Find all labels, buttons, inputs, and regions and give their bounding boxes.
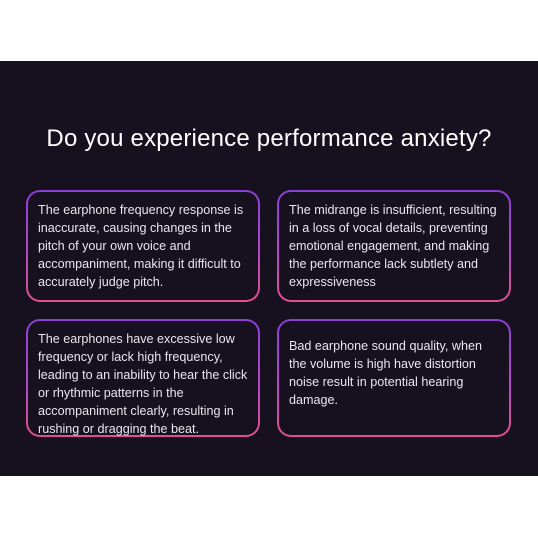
card-body: Bad earphone sound quality, when the vol…	[279, 321, 509, 435]
card-text: Bad earphone sound quality, when the vol…	[289, 339, 483, 407]
info-card-midrange: The midrange is insufficient, resulting …	[277, 190, 511, 302]
card-text: The earphones have excessive low frequen…	[38, 332, 248, 436]
card-text: The midrange is insufficient, resulting …	[289, 203, 497, 289]
page-title: Do you experience performance anxiety?	[46, 125, 492, 152]
card-text: The earphone frequency response is inacc…	[38, 203, 244, 289]
info-card-distortion: Bad earphone sound quality, when the vol…	[277, 319, 511, 437]
info-card-frequency: The earphones have excessive low frequen…	[26, 319, 260, 437]
card-body: The earphone frequency response is inacc…	[28, 192, 258, 300]
info-card-pitch: The earphone frequency response is inacc…	[26, 190, 260, 302]
card-body: The earphones have excessive low frequen…	[28, 321, 258, 436]
card-body: The midrange is insufficient, resulting …	[279, 192, 509, 300]
